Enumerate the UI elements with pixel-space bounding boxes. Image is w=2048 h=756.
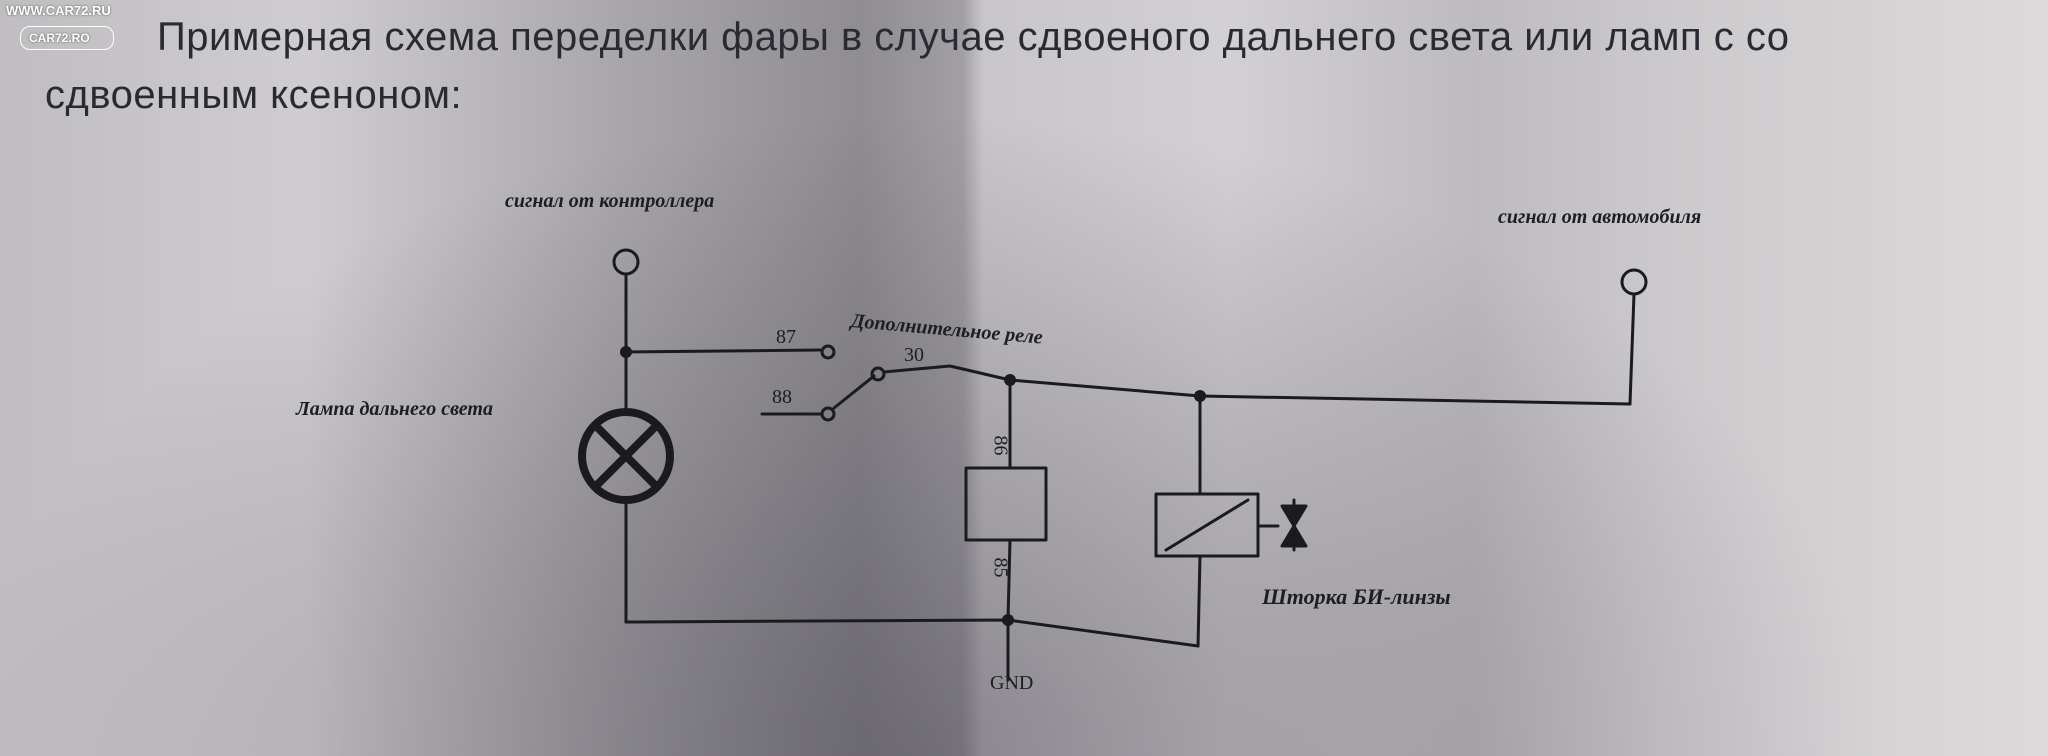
contact-30 [870, 366, 886, 382]
junction-coil-top [1004, 374, 1016, 386]
watermark: WWW.CAR72.RU CAR72.RO [6, 2, 114, 50]
controller-terminal [612, 248, 640, 276]
heading-line-2: сдвоенным ксеноном: [45, 73, 463, 117]
vehicle-terminal [1620, 268, 1648, 296]
label-controller-signal: сигнал от контроллера [505, 190, 715, 212]
junction-controller [620, 346, 632, 358]
watermark-site: WWW.CAR72.RU [6, 3, 111, 18]
watermark-logo: CAR72.RO [20, 26, 114, 50]
shutter-triangle-up [1280, 504, 1308, 528]
ground-return [624, 618, 1200, 648]
wire-30-bus [882, 364, 1632, 406]
label-vehicle-signal: сигнал от автомобиля [1498, 206, 1702, 228]
relay-switch-blade [832, 374, 876, 410]
pin-30: 30 [904, 344, 924, 366]
junction-solenoid-top [1194, 390, 1206, 402]
vehicle-wire [1628, 292, 1636, 406]
solenoid-wire-bottom [1196, 554, 1202, 648]
label-high-beam-lamp: Лампа дальнего света [296, 398, 493, 420]
contact-87 [820, 344, 836, 360]
label-bi-lens-shutter: Шторка БИ-линзы [1262, 584, 1451, 609]
label-gnd: GND [990, 672, 1034, 694]
pin-87: 87 [776, 326, 796, 348]
pin-88: 88 [772, 386, 792, 408]
page-heading: Примерная схема переделки фары в случае … [45, 8, 2025, 124]
lamp-cross-b [592, 422, 660, 490]
heading-line-1: Примерная схема переделки фары в случае … [157, 15, 1790, 59]
pin-85: 85 [989, 557, 1012, 578]
contact-88 [820, 406, 836, 422]
pin-86: 86 [989, 435, 1012, 456]
junction-coil-bottom [1002, 614, 1014, 626]
coil-wire-bottom [1006, 538, 1012, 622]
solenoid-diagonal [1164, 498, 1250, 552]
wire-to-87 [624, 348, 822, 354]
relay-coil [964, 466, 1048, 542]
shutter-triangle-down [1280, 524, 1308, 548]
